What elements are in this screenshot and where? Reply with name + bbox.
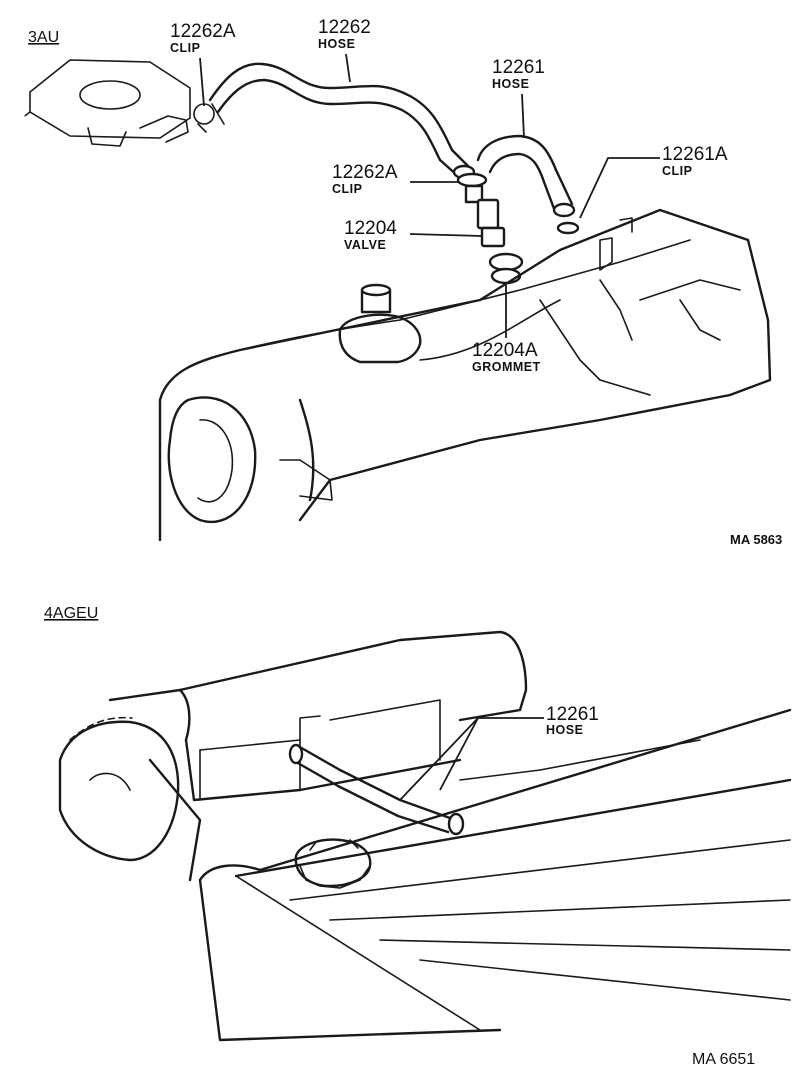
part-number: 12204 [344, 218, 397, 239]
section-3au: 3AU [21, 17, 782, 547]
part-label-12261-top: 12261 HOSE [492, 57, 545, 139]
part-number: 12204A [472, 340, 538, 361]
part-number: 12261A [662, 144, 728, 165]
part-label-12261a: 12261A CLIP [579, 144, 728, 219]
part-name: HOSE [546, 723, 583, 737]
part-number: 12262 [318, 17, 371, 38]
part-label-12204: 12204 VALVE [344, 218, 483, 252]
part-label-12261-bottom: 12261 HOSE [399, 704, 599, 801]
part-number: 12261 [546, 704, 599, 725]
part-name: GROMMET [472, 360, 541, 374]
part-name: CLIP [662, 164, 692, 178]
hose-12261-drawing [476, 134, 576, 218]
part-name: HOSE [492, 77, 529, 91]
hose-12262-drawing [193, 62, 476, 180]
section-label-4ageu: 4AGEU [44, 605, 98, 622]
part-number: 12262A [170, 21, 236, 42]
part-name: VALVE [344, 238, 386, 252]
hose-12261-bottom-drawing [288, 743, 465, 836]
part-label-12262: 12262 HOSE [318, 17, 371, 83]
part-number: 12262A [332, 162, 398, 183]
section-4ageu: 4AGEU [44, 605, 792, 1068]
part-name: CLIP [170, 41, 200, 55]
surge-tank-drawing [58, 630, 528, 882]
illustration-code-bottom: MA 6651 [692, 1051, 755, 1068]
part-label-12262a-mid: 12262A CLIP [332, 162, 458, 196]
part-label-12204a: 12204A GROMMET [472, 282, 541, 374]
engine-head-drawing [158, 208, 772, 542]
illustration-code-top: MA 5863 [730, 532, 782, 547]
part-label-12262a-top: 12262A CLIP [170, 21, 236, 107]
valve-assembly-drawing [456, 172, 580, 285]
part-name: CLIP [332, 182, 362, 196]
part-name: HOSE [318, 37, 355, 51]
valve-cover-drawing [198, 708, 792, 1042]
intake-chamber-drawing [21, 59, 191, 147]
section-label-3au: 3AU [28, 29, 59, 46]
part-number: 12261 [492, 57, 545, 78]
